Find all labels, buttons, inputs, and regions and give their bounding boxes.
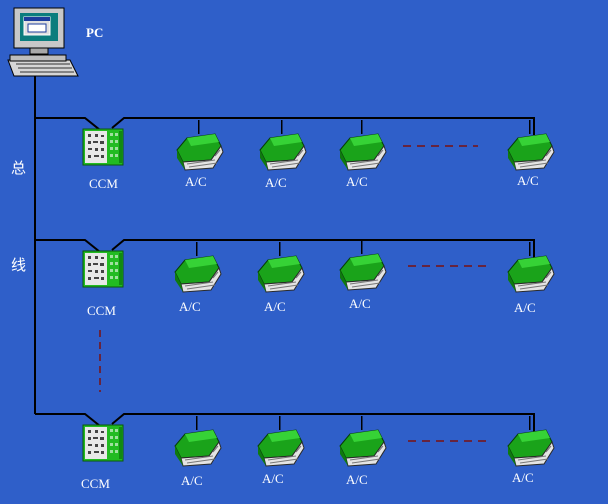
ac-label-row-3-2: A/C xyxy=(262,471,284,486)
branch-row-2 xyxy=(35,239,535,258)
ac-label-row-2-1: A/C xyxy=(179,299,201,314)
ac-unit-row-1-1 xyxy=(176,119,224,171)
ac-unit-row-3-4 xyxy=(507,415,555,467)
ac-label-row-3-1: A/C xyxy=(181,473,203,488)
pc-icon xyxy=(7,7,79,77)
ac-unit-row-3-1 xyxy=(174,415,222,467)
ac-label-row-1-3: A/C xyxy=(346,174,368,189)
branch-row-1 xyxy=(35,117,535,135)
ac-unit-row-2-1 xyxy=(174,241,222,293)
ac-label-row-2-2: A/C xyxy=(264,299,286,314)
bus-label-bottom: 线 xyxy=(11,256,27,274)
ac-unit-row-1-2 xyxy=(259,119,307,171)
bus-label-top: 总 xyxy=(11,159,27,177)
branch-row-3 xyxy=(35,413,535,432)
ac-label-row-3-4: A/C xyxy=(512,470,534,485)
ac-label-row-2-3: A/C xyxy=(349,296,371,311)
ac-unit-row-2-3 xyxy=(339,239,387,291)
pc-label: PC xyxy=(86,25,104,40)
ccm-module-row-1 xyxy=(82,128,124,166)
ac-label-row-3-3: A/C xyxy=(346,472,368,487)
ac-unit-row-1-3 xyxy=(339,119,387,171)
ac-unit-row-1-4 xyxy=(507,119,555,171)
ccm-module-row-3 xyxy=(82,424,124,462)
ac-unit-row-2-4 xyxy=(507,241,555,293)
ac-label-row-2-4: A/C xyxy=(514,300,536,315)
ac-unit-row-3-3 xyxy=(339,415,387,467)
ccm-label-row-3: CCM xyxy=(81,476,110,491)
ccm-label-row-2: CCM xyxy=(87,303,116,318)
ccm-module-row-2 xyxy=(82,250,124,288)
ac-label-row-1-2: A/C xyxy=(265,175,287,190)
ac-label-row-1-1: A/C xyxy=(185,174,207,189)
ac-unit-row-3-2 xyxy=(257,415,305,467)
ac-label-row-1-4: A/C xyxy=(517,173,539,188)
ac-unit-row-2-2 xyxy=(257,241,305,293)
ccm-label-row-1: CCM xyxy=(89,176,118,191)
